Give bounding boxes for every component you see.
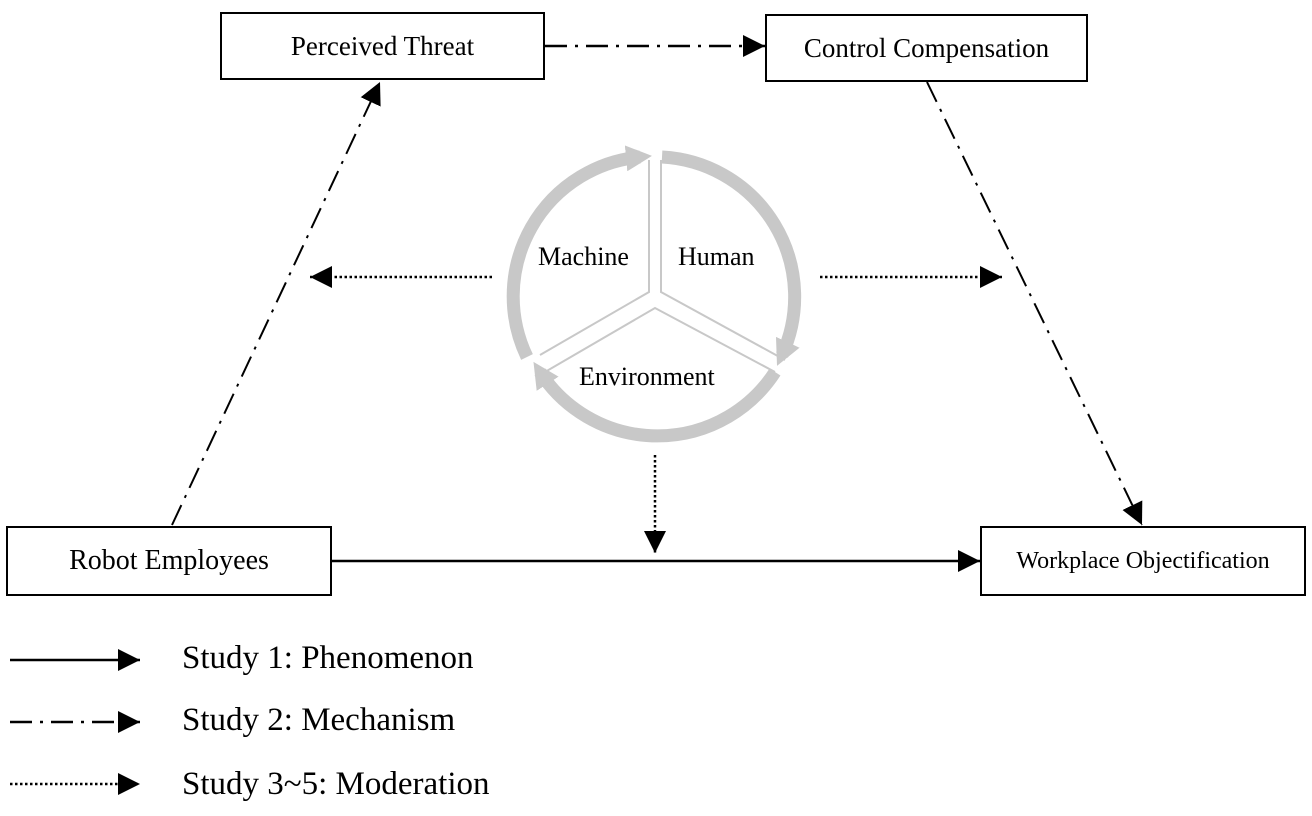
cycle-label-environment: Environment bbox=[579, 362, 715, 391]
node-robot-employees: Robot Employees bbox=[6, 526, 332, 596]
cycle-label-machine: Machine bbox=[538, 242, 629, 271]
node-workplace-objectification: Workplace Objectification bbox=[980, 526, 1306, 596]
legend-label-study1: Study 1: Phenomenon bbox=[182, 640, 474, 676]
node-control-compensation-label: Control Compensation bbox=[803, 32, 1050, 63]
legend-label-study2: Study 2: Mechanism bbox=[182, 702, 456, 738]
arrow-robot-to-threat bbox=[171, 81, 381, 526]
arrow-compensation-to-objectification bbox=[926, 81, 1143, 526]
cycle-dividers bbox=[539, 160, 786, 373]
cycle-arrow-machine bbox=[506, 145, 652, 360]
node-workplace-objectification-label: Workplace Objectification bbox=[1016, 547, 1270, 574]
legend-label-study3-5: Study 3~5: Moderation bbox=[182, 766, 490, 802]
node-perceived-threat-label: Perceived Threat bbox=[290, 30, 475, 61]
cycle-arrow-human bbox=[661, 150, 802, 366]
node-robot-employees-label: Robot Employees bbox=[69, 545, 269, 576]
node-perceived-threat: Perceived Threat bbox=[220, 12, 545, 80]
node-control-compensation: Control Compensation bbox=[765, 14, 1088, 82]
cycle-ring bbox=[506, 145, 802, 443]
cycle-label-human: Human bbox=[678, 242, 755, 271]
cycle-arrow-environment bbox=[533, 361, 781, 443]
